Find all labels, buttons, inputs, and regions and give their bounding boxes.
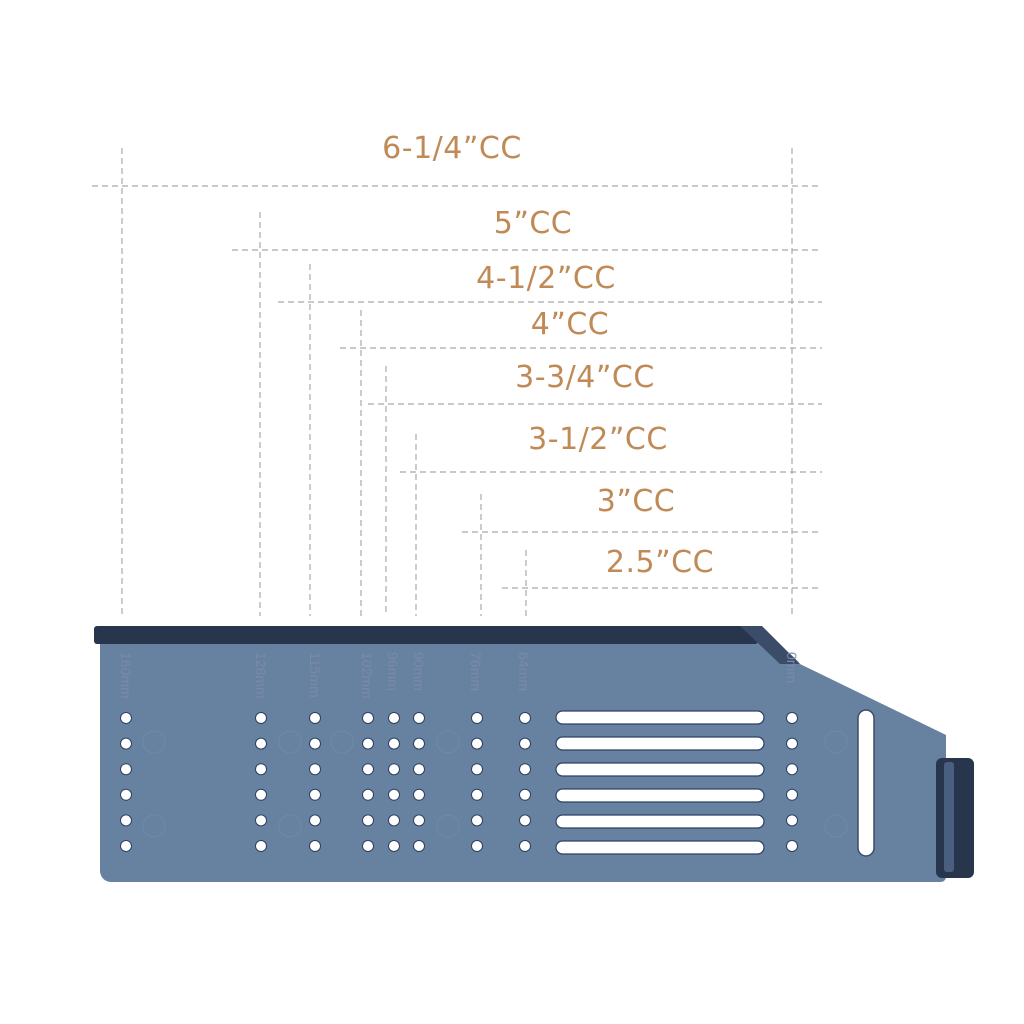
scale-mark-label: 90mm: [411, 652, 427, 691]
recess-circle: [330, 730, 354, 754]
scale-mark-label: 160mm: [118, 652, 134, 699]
jig-top-lip: [94, 626, 758, 644]
drill-hole: [786, 712, 798, 724]
drill-hole: [309, 737, 321, 750]
drill-hole: [786, 763, 798, 776]
drill-hole: [413, 814, 425, 827]
spacing-label: 4”CC: [531, 307, 610, 342]
horizontal-slot: [555, 814, 765, 829]
drill-hole: [519, 814, 531, 827]
jig-side-stop-highlight: [944, 762, 954, 872]
mm-scale: 160mm 128mm 115mm 102mm 96mm 90mm 76mm 64mm 0mm: [118, 652, 800, 699]
drill-hole: [786, 788, 798, 801]
vertical-slot: [857, 709, 875, 857]
scale-mark-label: 102mm: [359, 652, 375, 699]
drill-hole: [413, 712, 425, 724]
jig-side-stop: [936, 758, 974, 878]
drill-hole: [471, 737, 483, 750]
drill-hole: [309, 712, 321, 724]
drill-hole: [362, 840, 374, 852]
drill-hole: [786, 737, 798, 750]
drill-hole: [413, 737, 425, 750]
drill-hole: [413, 763, 425, 776]
scale-mark-label: 96mm: [385, 652, 401, 691]
drill-hole: [309, 840, 321, 852]
drill-hole: [388, 763, 400, 776]
drill-hole: [362, 788, 374, 801]
recess-circle: [824, 814, 848, 838]
drill-hole: [388, 814, 400, 827]
drill-hole: [388, 712, 400, 724]
drill-hole: [309, 788, 321, 801]
drill-hole: [471, 763, 483, 776]
horizontal-slot: [555, 788, 765, 803]
drill-hole: [255, 840, 267, 852]
drill-hole: [519, 712, 531, 724]
jig-template-plate: 160mm 128mm 115mm 102mm 96mm 90mm 76mm 64mm 0mm: [94, 626, 974, 882]
drill-hole: [362, 737, 374, 750]
drill-hole: [471, 712, 483, 724]
drill-hole: [120, 712, 132, 724]
drill-hole: [255, 712, 267, 724]
drill-hole: [120, 788, 132, 801]
drill-hole: [309, 814, 321, 827]
jig-lip-bevel: [740, 626, 800, 664]
drill-holes: [120, 712, 848, 852]
recess-circle: [278, 814, 302, 838]
drill-hole: [120, 737, 132, 750]
scale-mark-label: 76mm: [468, 652, 484, 691]
drill-hole: [471, 814, 483, 827]
scale-mark-label: 115mm: [307, 652, 323, 698]
spacing-label: 3-3/4”CC: [515, 360, 655, 395]
drill-hole: [519, 840, 531, 852]
recess-circle: [824, 730, 848, 754]
drill-hole: [255, 788, 267, 801]
recess-circle: [142, 730, 166, 754]
drill-hole: [255, 814, 267, 827]
drill-hole: [255, 763, 267, 776]
horizontal-slot: [555, 762, 765, 777]
drill-hole: [471, 788, 483, 801]
drill-hole: [388, 737, 400, 750]
scale-mark-label: 64mm: [516, 652, 532, 691]
horizontal-slot: [555, 710, 765, 725]
spacing-labels: 6-1/4”CC 5”CC 4-1/2”CC 4”CC 3-3/4”CC 3-1/2”CC…: [382, 131, 714, 580]
spacing-label: 6-1/4”CC: [382, 131, 522, 166]
drill-hole: [120, 814, 132, 827]
drill-hole: [388, 840, 400, 852]
drill-hole: [519, 788, 531, 801]
drill-hole: [362, 814, 374, 827]
recess-circle: [436, 814, 460, 838]
spacing-label: 3”CC: [597, 484, 676, 519]
horizontal-slot: [555, 736, 765, 751]
spacing-label: 3-1/2”CC: [528, 422, 668, 457]
scale-mark-label: 128mm: [253, 652, 269, 699]
drill-hole: [255, 737, 267, 750]
drill-hole: [388, 788, 400, 801]
drill-hole: [120, 763, 132, 776]
drill-hole: [413, 840, 425, 852]
spacing-label: 5”CC: [494, 206, 573, 241]
spacing-guides: [92, 148, 822, 616]
drill-hole: [519, 737, 531, 750]
recess-circle: [142, 814, 166, 838]
drill-hole: [519, 763, 531, 776]
drill-hole: [362, 712, 374, 724]
spacing-label: 4-1/2”CC: [476, 261, 616, 296]
scale-mark-label: 0mm: [784, 652, 800, 683]
recess-circle: [436, 730, 460, 754]
drill-hole: [786, 814, 798, 827]
spacing-label: 2.5”CC: [606, 545, 714, 580]
drill-hole: [471, 840, 483, 852]
drill-hole: [120, 840, 132, 852]
drill-hole: [786, 840, 798, 852]
horizontal-slot: [555, 840, 765, 855]
horizontal-slots: [555, 710, 765, 855]
drill-hole: [413, 788, 425, 801]
drill-hole: [362, 763, 374, 776]
drill-hole: [309, 763, 321, 776]
recess-circle: [278, 730, 302, 754]
